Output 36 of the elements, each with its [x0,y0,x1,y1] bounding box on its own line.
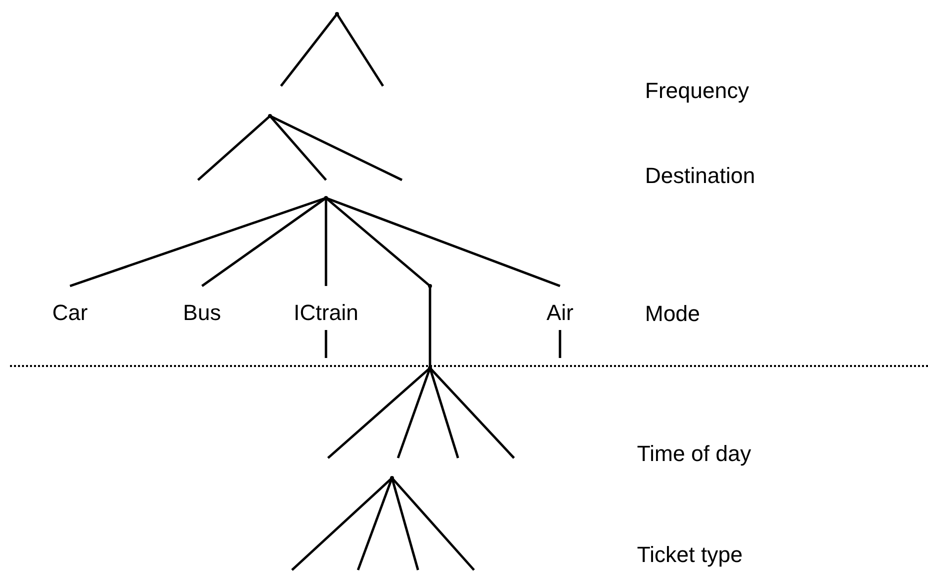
branch-line [428,286,432,368]
level-label: Frequency [645,78,749,104]
branch-line [70,196,326,288]
branch-point [390,476,394,480]
branch-line [324,330,328,358]
branch-line [336,13,384,87]
branch-point [428,366,432,370]
branch-line [391,477,475,571]
branch-line [428,368,460,458]
level-label: Destination [645,163,756,189]
branch-point [268,114,272,118]
branch-line [197,115,271,181]
level-label: Time of day [637,441,752,467]
branch-line [429,367,515,459]
branch-line [280,13,338,87]
branch-line [390,478,420,570]
branch-line [558,330,562,358]
alternative-label: Air [535,286,585,330]
level-label: Ticket type [637,542,743,568]
branch-line [269,115,327,181]
branch-line [356,478,394,570]
alternative-label: Bus [172,286,232,330]
branch-line [326,196,560,288]
branch-point [324,196,328,200]
branch-line [325,197,431,287]
branch-point [335,12,339,16]
alternative-label: ICtrain [281,286,371,330]
level-label: Mode [645,301,700,327]
branch-line [327,367,431,459]
branch-line [396,368,432,458]
branch-line [201,197,327,287]
alternative-label: Car [40,286,100,330]
branch-point [428,284,432,288]
branch-line [291,477,393,571]
branch-line [324,198,328,286]
branch-line [269,114,403,182]
